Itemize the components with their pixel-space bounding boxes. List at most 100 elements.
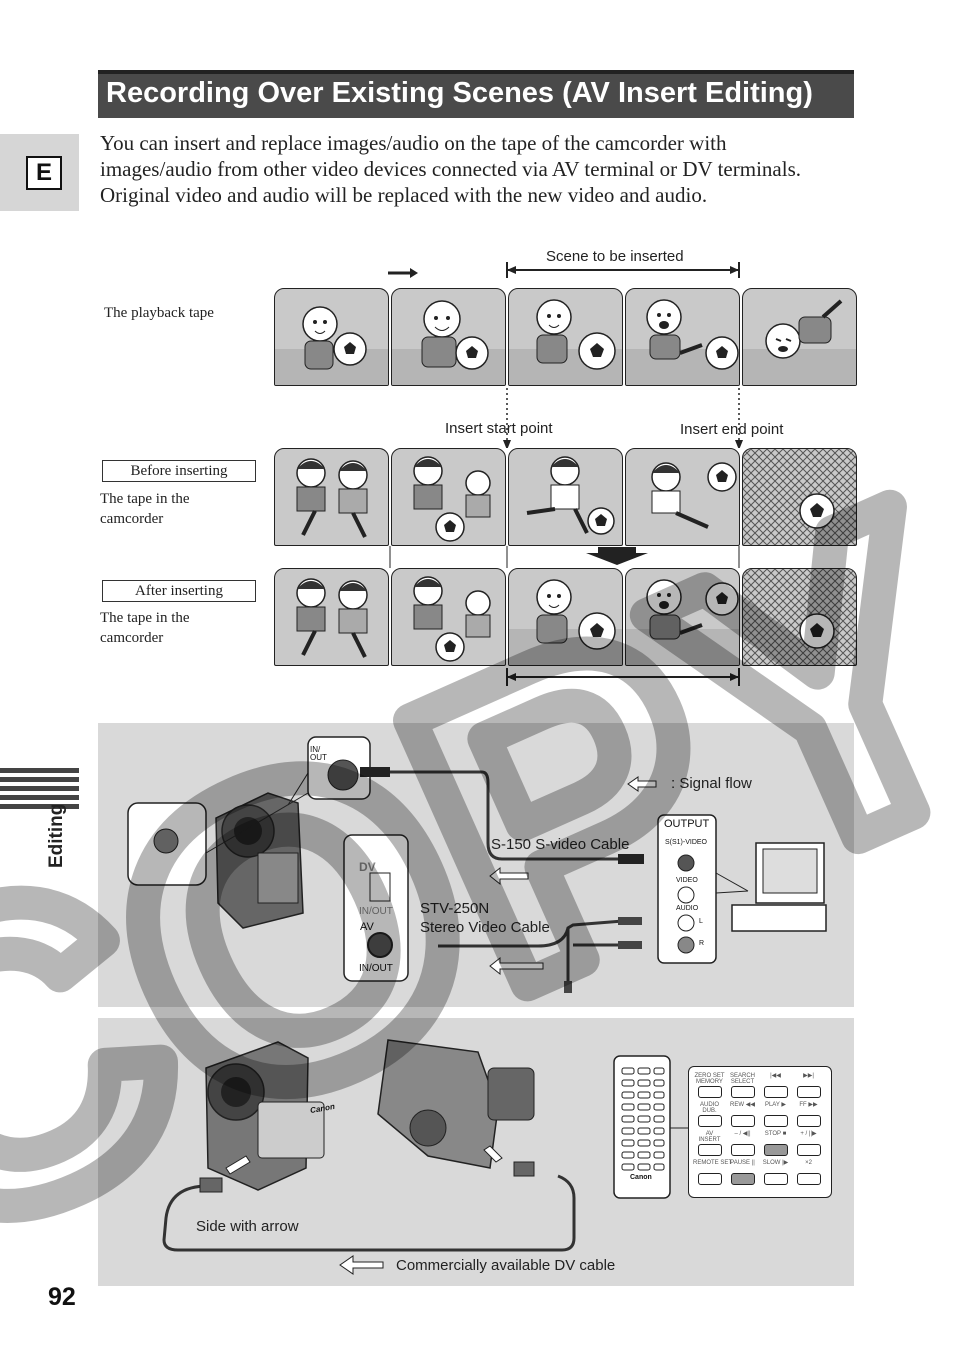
remote-button[interactable]: SLOW |▶ [759, 1160, 792, 1189]
tape-frame [742, 448, 857, 546]
av-connection-drawing [127, 736, 827, 993]
after-inserting-box: After inserting [102, 580, 256, 602]
remote-button-label: ▶▶| [803, 1073, 814, 1079]
av-label: AV [360, 921, 374, 933]
section-label: Editing [46, 803, 67, 868]
section-stripes [0, 768, 79, 814]
dv-label: DV [359, 860, 376, 874]
tape-frame [274, 568, 389, 666]
remote-button-key [763, 1144, 788, 1156]
remote-button-key [796, 1086, 821, 1098]
remote-button-label: REMOTE SET [693, 1160, 733, 1166]
remote-button[interactable]: AV INSERT [693, 1131, 726, 1160]
remote-button[interactable]: SEARCH SELECT [726, 1073, 759, 1102]
remote-button-label: PAUSE || [730, 1160, 755, 1166]
tape-frame [274, 288, 389, 386]
insert-end-label: Insert end point [680, 421, 784, 438]
language-tab-letter: E [26, 156, 62, 190]
dv-cable-label: Commercially available DV cable [396, 1257, 616, 1274]
playback-tape-label: The playback tape [104, 305, 214, 321]
dv-in-out-label: IN/OUT [359, 906, 393, 917]
tape-in-camcorder-label-after: The tape in the camcorder [100, 610, 190, 646]
remote-button[interactable]: PAUSE || [726, 1160, 759, 1189]
remote-button-key [697, 1144, 722, 1156]
remote-button-key [796, 1144, 821, 1156]
video-jack-label: VIDEO [676, 877, 698, 884]
tape-frame [742, 568, 857, 666]
remote-button[interactable]: AUDIO DUB. [693, 1102, 726, 1131]
insert-start-label: Insert start point [445, 420, 553, 437]
audio-l-label: L [699, 918, 703, 925]
tape-frame [274, 448, 389, 546]
svideo-cable-label: S-150 S-video Cable [491, 836, 630, 853]
tape-frame [391, 448, 506, 546]
tape-frame [391, 568, 506, 666]
tape-frame [742, 288, 857, 386]
before-inserting-box: Before inserting [102, 460, 256, 482]
remote-brand-label: Canon [630, 1174, 652, 1181]
av-in-out-label: IN/OUT [359, 963, 393, 974]
remote-button-key [697, 1086, 722, 1098]
remote-button[interactable]: – / ◀|| [726, 1131, 759, 1160]
remote-button-label: FF ▶▶ [799, 1102, 818, 1108]
remote-button[interactable]: REW ◀◀ [726, 1102, 759, 1131]
audio-jack-label: AUDIO [676, 905, 699, 912]
tape-frame [508, 448, 623, 546]
remote-button-key [763, 1086, 788, 1098]
remote-button[interactable]: |◀◀ [759, 1073, 792, 1102]
tape-frame [508, 288, 623, 386]
tape-diagram-lines [388, 262, 743, 686]
stereo-cable-model: STV-250N [420, 900, 490, 917]
remote-button-key [796, 1115, 821, 1127]
remote-button-label: |◀◀ [770, 1073, 781, 1079]
remote-button[interactable]: REMOTE SET [693, 1160, 733, 1189]
tape-frame [508, 568, 623, 666]
remote-button-key [697, 1115, 722, 1127]
tape-frame [391, 288, 506, 386]
title-bar: Recording Over Existing Scenes (AV Inser… [98, 70, 854, 118]
language-tab: E [0, 134, 79, 211]
jack-in-out-label: IN/ OUT [310, 745, 327, 762]
remote-button-label: ZERO SET MEMORY [694, 1073, 725, 1085]
remote-button[interactable]: FF ▶▶ [792, 1102, 825, 1131]
remote-button[interactable]: ZERO SET MEMORY [693, 1073, 726, 1102]
audio-r-label: R [699, 940, 705, 947]
remote-button[interactable]: PLAY ▶ [759, 1102, 792, 1131]
remote-button-label: – / ◀|| [734, 1131, 751, 1137]
remote-button-key [730, 1144, 755, 1156]
playback-tape-strip [274, 288, 857, 386]
remote-button-grid: ZERO SET MEMORY SEARCH SELECT |◀◀ ▶▶| AUDIO … [693, 1073, 827, 1189]
remote-button-label: AUDIO DUB. [699, 1102, 719, 1114]
before-inserting-strip [274, 448, 857, 546]
output-label: OUTPUT [664, 818, 710, 830]
side-with-arrow-label: Side with arrow [196, 1218, 299, 1235]
remote-button[interactable]: ▶▶| [792, 1073, 825, 1102]
remote-button[interactable]: + / ||▶ [792, 1131, 825, 1160]
remote-button-key [697, 1173, 722, 1185]
signal-flow-legend: : Signal flow [671, 775, 752, 792]
remote-button-label: ×2 [805, 1160, 812, 1166]
remote-button-label: REW ◀◀ [730, 1102, 755, 1108]
tape-diagram: Scene to be inserted The playback tape I… [0, 240, 954, 690]
remote-button-label: PLAY ▶ [764, 1102, 787, 1108]
remote-button-label: AV INSERT [698, 1131, 721, 1143]
svideo-jack-label: S(S1)-VIDEO [665, 839, 708, 846]
tape-frame [625, 448, 740, 546]
after-inserting-strip [274, 568, 857, 666]
scene-to-insert-label: Scene to be inserted [546, 248, 684, 265]
remote-button-label: SEARCH SELECT [729, 1073, 755, 1085]
remote-button-key [763, 1115, 788, 1127]
remote-button-key [730, 1173, 755, 1185]
tape-in-camcorder-label-before: The tape in the camcorder [100, 491, 190, 527]
remote-button-panel: ZERO SET MEMORY SEARCH SELECT |◀◀ ▶▶| AUDIO … [688, 1066, 832, 1198]
tape-frame [625, 288, 740, 386]
tape-frame [625, 568, 740, 666]
remote-button-label: + / ||▶ [800, 1131, 817, 1137]
remote-button[interactable]: STOP ■ [759, 1131, 792, 1160]
stereo-cable-name: Stereo Video Cable [420, 919, 550, 936]
remote-button-label: STOP ■ [764, 1131, 787, 1137]
av-connection-panel: IN/ OUT : Signal flow S-150 S-video Cabl… [98, 723, 854, 1007]
remote-button-key [730, 1115, 755, 1127]
remote-button[interactable]: ×2 [792, 1160, 825, 1189]
